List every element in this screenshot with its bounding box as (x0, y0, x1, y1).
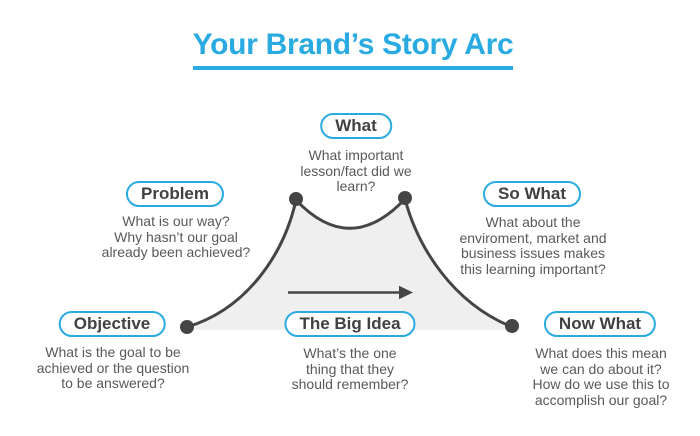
arc-dot-now-what (505, 319, 519, 333)
node-desc-big-idea: What’s the one thing that they should re… (291, 345, 409, 392)
node-label-objective: Objective (73, 314, 151, 333)
arc-dot-what-left (289, 192, 303, 206)
right-arrow-icon (288, 285, 413, 300)
arc-curve (185, 196, 514, 329)
node-desc-what: What important lesson/fact did we learn? (300, 147, 412, 194)
node-box-objective: Objective (58, 311, 166, 337)
node-label-now-what: Now What (558, 314, 642, 333)
node-box-what: What (320, 113, 392, 139)
page-title: Your Brand’s Story Arc (192, 28, 514, 61)
node-box-big-idea: The Big Idea (284, 311, 416, 337)
node-label-what: What (335, 116, 377, 135)
node-desc-problem: What is our way? Why hasn’t our goal alr… (101, 213, 251, 260)
node-desc-so-what: What about the enviroment, market and bu… (459, 214, 607, 277)
node-desc-now-what: What does this mean we can do about it? … (532, 345, 670, 408)
node-desc-objective: What is the goal to be achieved or the q… (36, 344, 190, 391)
node-label-problem: Problem (140, 184, 210, 203)
node-label-so-what: So What (498, 184, 566, 203)
arc-fill-shape (187, 199, 512, 330)
node-box-problem: Problem (125, 181, 225, 207)
node-box-now-what: Now What (543, 311, 657, 337)
arc-dot-objective (180, 320, 194, 334)
node-box-so-what: So What (483, 181, 581, 207)
arc-dot-what-right (398, 191, 412, 205)
node-label-big-idea: The Big Idea (299, 314, 401, 333)
title-underline (193, 66, 513, 70)
